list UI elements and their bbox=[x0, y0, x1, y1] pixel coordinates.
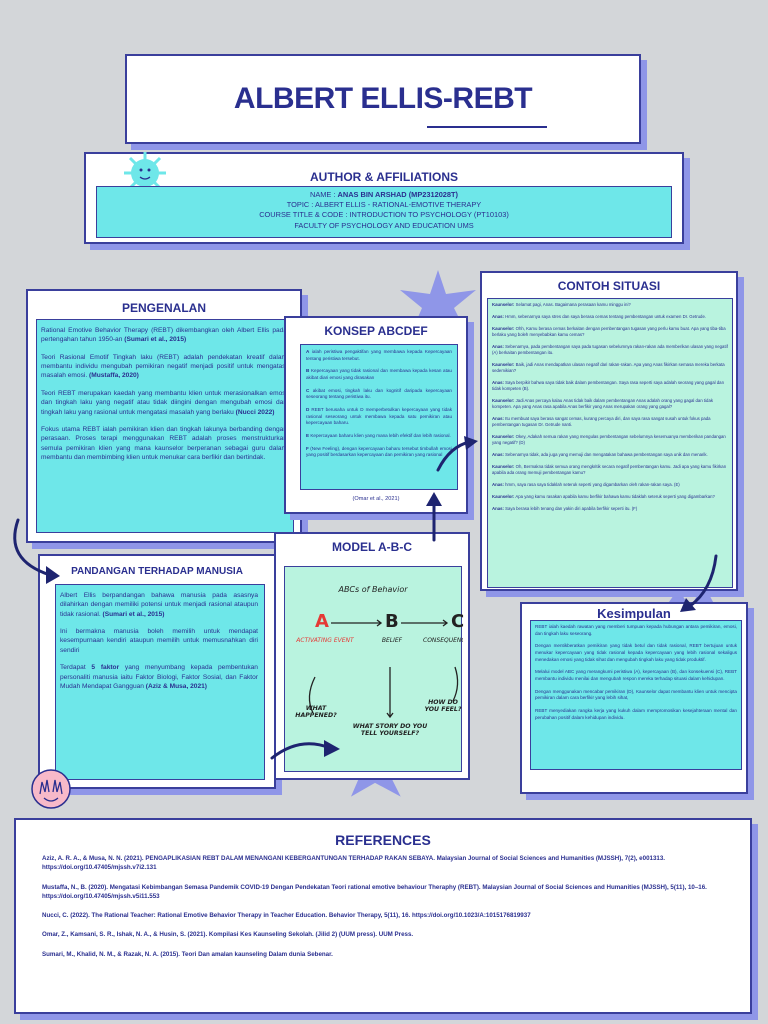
author-name-line: NAME : ANAS BIN ARSHAD (MP2312028T) bbox=[97, 190, 671, 200]
reference-item: Nucci, C. (2022). The Rational Teacher: … bbox=[42, 912, 531, 920]
pengenalan-card: PENGENALAN Rational Emotive Behavior The… bbox=[26, 289, 302, 543]
konsep-card: KONSEP ABCDEF A ialah peristiwa pengakti… bbox=[284, 316, 468, 514]
author-course: COURSE TITLE & CODE : INTRODUCTION TO PS… bbox=[259, 210, 509, 220]
dialogue-line: Anas: hmm, saya rasa saya tidaklah seter… bbox=[492, 482, 680, 488]
name-label: NAME : bbox=[310, 190, 336, 199]
abc-c-letter: C bbox=[451, 611, 465, 632]
title-card: ALBERT ELLIS-REBT bbox=[125, 54, 641, 144]
konsep-item: D REBT berusaha untuk D memperbetulkan k… bbox=[306, 406, 452, 426]
references-heading: REFERENCES bbox=[335, 832, 431, 848]
title-underline bbox=[427, 126, 547, 128]
model-card: MODEL A-B-C ABCs of Behavior A B C ACTIV… bbox=[274, 532, 470, 780]
konsep-item: B Kepercayaan yang tidak rasional dan me… bbox=[306, 368, 452, 380]
konsep-heading: KONSEP ABCDEF bbox=[324, 324, 428, 338]
abc-arrows bbox=[308, 619, 459, 719]
abc-a-label: ACTIVATING EVENT bbox=[296, 637, 354, 644]
dialogue-line: Kaunselor: Okey, Adakah semua rakan yang… bbox=[492, 434, 726, 446]
pengenalan-heading: PENGENALAN bbox=[121, 301, 206, 315]
abc-b-label: BELIEF bbox=[381, 637, 403, 644]
dialogue-line: Kaunselor: Oh, Bermakna tidak semua oran… bbox=[492, 464, 727, 476]
kesimpulan-paragraph: REBT ialah kaedah rawatan yang memberi t… bbox=[535, 624, 737, 636]
abc-q1: WHAT HAPPENED? bbox=[295, 705, 337, 719]
kesimpulan-card: Kesimpulan REBT ialah kaedah rawatan yan… bbox=[520, 602, 748, 794]
pandangan-panel: Albert Ellis berpandangan bahawa manusia… bbox=[55, 584, 265, 780]
references-card: REFERENCES Aziz, A. R. A., & Musa, N. N.… bbox=[14, 818, 752, 1014]
dialogue-line: Kaunselor: Jadi Anas percaya kalau Anas … bbox=[492, 398, 713, 410]
dialogue-line: Anas: Sebenarnya, pada pembentangan saya… bbox=[492, 344, 728, 356]
konsep-panel: A ialah peristiwa pengaktifan yang memba… bbox=[300, 344, 458, 490]
reference-item: Omar, Z., Kamsani, S. R., Ishak, N. A., … bbox=[42, 931, 414, 939]
kesimpulan-panel: REBT ialah kaedah rawatan yang memberi t… bbox=[530, 620, 742, 770]
abc-a-letter: A bbox=[315, 611, 329, 632]
dialogue-line: Anas: Saya berasa lebih tenang dan yakin… bbox=[492, 506, 638, 512]
kesimpulan-paragraph: Melalui model ABC yang merangkumi perist… bbox=[535, 669, 737, 681]
reference-item: Aziz, A. R. A., & Musa, N. N. (2021). PE… bbox=[42, 855, 665, 872]
dialogue-line: Kaunselor: Baik, jadi Anas mendapatkan u… bbox=[492, 362, 725, 374]
dialogue-line: Kaunselor: Selamat pagi, Anas. Bagaimana… bbox=[492, 302, 631, 307]
abc-b-letter: B bbox=[385, 611, 399, 632]
author-card: AUTHOR & AFFILIATIONS NAME : ANAS BIN AR… bbox=[84, 152, 684, 244]
dialogue-line: Kaunselor: Apa yang kamu rasakan apabila… bbox=[492, 494, 715, 500]
kesimpulan-paragraph: REBT menyediakan rangka kerja yang kukuh… bbox=[535, 707, 737, 720]
model-heading: MODEL A-B-C bbox=[332, 540, 412, 554]
konsep-item: E Kepercayaan baharu klien yang mana leb… bbox=[306, 432, 451, 438]
dialogue-line: Anas: Saya berpikir bahwa saya tidak bai… bbox=[492, 380, 724, 392]
references-list: Aziz, A. R. A., & Musa, N. N. (2021). PE… bbox=[42, 854, 742, 969]
reference-item: Mustaffa, N., B. (2020). Mengatasi Kebim… bbox=[42, 883, 707, 900]
reference-item: Sumari, M., Khalid, N. M., & Razak, N. A… bbox=[42, 950, 333, 958]
pandangan-card: PANDANGAN TERHADAP MANUSIA Albert Ellis … bbox=[38, 554, 276, 789]
kesimpulan-heading: Kesimpulan bbox=[597, 606, 671, 621]
dialogue-line: Anas: Itu membuat saya berasa sangat cem… bbox=[492, 416, 711, 428]
face-hands-icon bbox=[31, 769, 71, 809]
author-name: ANAS BIN ARSHAD (MP2312028T) bbox=[337, 190, 458, 199]
author-topic: TOPIC : ALBERT ELLIS - RATIONAL-EMOTIVE … bbox=[286, 200, 482, 210]
konsep-item: F (New Feeling), dengan kepercayaan baha… bbox=[306, 445, 453, 458]
contoh-heading: CONTOH SITUASI bbox=[557, 279, 661, 293]
pengenalan-panel: Rational Emotive Behavior Therapy (REBT)… bbox=[36, 319, 294, 533]
author-info-panel: NAME : ANAS BIN ARSHAD (MP2312028T) TOPI… bbox=[96, 186, 672, 238]
abc-q2: WHAT STORY DO YOU TELL YOURSELF? bbox=[352, 723, 428, 737]
pandangan-heading: PANDANGAN TERHADAP MANUSIA bbox=[71, 566, 243, 577]
kesimpulan-paragraph: Dengan menggunakan mencabar pemikiran (D… bbox=[535, 688, 737, 701]
abc-q3: HOW DO YOU FEEL? bbox=[424, 699, 462, 713]
contoh-panel: Kaunselor: Selamat pagi, Anas. Bagaimana… bbox=[487, 298, 733, 588]
kesimpulan-paragraph: Dengan mentikberatkan pemikiran yang tid… bbox=[535, 643, 737, 662]
page-title: ALBERT ELLIS-REBT bbox=[233, 82, 533, 115]
abc-c-label: CONSEQUENCE bbox=[423, 637, 463, 644]
contoh-card: CONTOH SITUASI Kaunselor: Selamat pagi, … bbox=[480, 271, 738, 591]
dialogue-line: Kaunselor: Ohh, Kamu berasa cemas berkai… bbox=[492, 326, 726, 338]
dialogue-line: Anas: Sebenarnya tidak, ada juga yang me… bbox=[492, 452, 708, 458]
konsep-item: A ialah peristiwa pengaktifan yang memba… bbox=[306, 349, 452, 361]
konsep-cite: (Omar et al., 2021) bbox=[352, 496, 400, 502]
author-faculty: FACULTY OF PSYCHOLOGY AND EDUCATION UMS bbox=[294, 220, 474, 230]
abc-diagram: ABCs of Behavior A B C ACTIVATING EVENT … bbox=[284, 566, 465, 772]
konsep-item: C akibat emosi, tingkah laku dan kogniti… bbox=[306, 387, 452, 400]
dialogue-line: Anas: Hmm, sebenarnya saya stres dan say… bbox=[492, 314, 707, 320]
author-heading: AUTHOR & AFFILIATIONS bbox=[310, 170, 458, 184]
diagram-title: ABCs of Behavior bbox=[338, 585, 408, 594]
